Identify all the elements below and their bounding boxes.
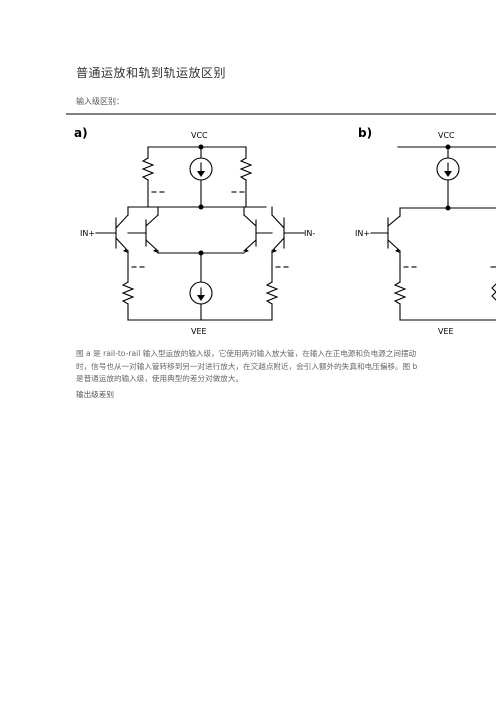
- vcc-label-a: VCC: [191, 131, 208, 140]
- section-heading-input-stage: 输入级区别：: [76, 97, 124, 106]
- circuit-diagram: a) b) VCC VCC VEE VEE IN+ IN- IN+: [66, 113, 496, 336]
- page-title: 普通运放和轨到轨运放区别: [76, 66, 227, 80]
- paragraph-text-4: 是普通运放的输入级，使用典型的差分对做放大。: [76, 374, 244, 384]
- section-heading-output-stage: 输出级差别: [76, 390, 114, 399]
- figure-description: 图 a 是 rail-to-rail 输入型运放的输入级，它使用两对输入放大管，…: [76, 348, 426, 386]
- paragraph-text-3: 输入型运放的输入级，它使用两对输入放大管，在输入在正电源和负电源之间摆动时，信号…: [76, 349, 417, 371]
- paragraph-ref-b: b: [412, 361, 418, 371]
- vee-label-b: VEE: [438, 327, 454, 336]
- in-plus-label-a: IN+: [80, 229, 95, 238]
- panel-a-label: a): [74, 126, 88, 140]
- paragraph-text-1: 图: [76, 349, 87, 358]
- vee-label-a: VEE: [191, 327, 207, 336]
- circuit-figure: a) b) VCC VCC VEE VEE IN+ IN- IN+: [66, 112, 496, 344]
- vcc-label-b: VCC: [438, 131, 455, 140]
- panel-b-label: b): [358, 126, 372, 140]
- paragraph-ref-a: a: [86, 349, 91, 358]
- paragraph-term-rail-to-rail: rail-to-rail: [103, 349, 141, 358]
- in-plus-label-b: IN+: [355, 229, 370, 238]
- paragraph-text-2: 是: [90, 349, 104, 358]
- in-minus-label-a: IN-: [304, 229, 315, 238]
